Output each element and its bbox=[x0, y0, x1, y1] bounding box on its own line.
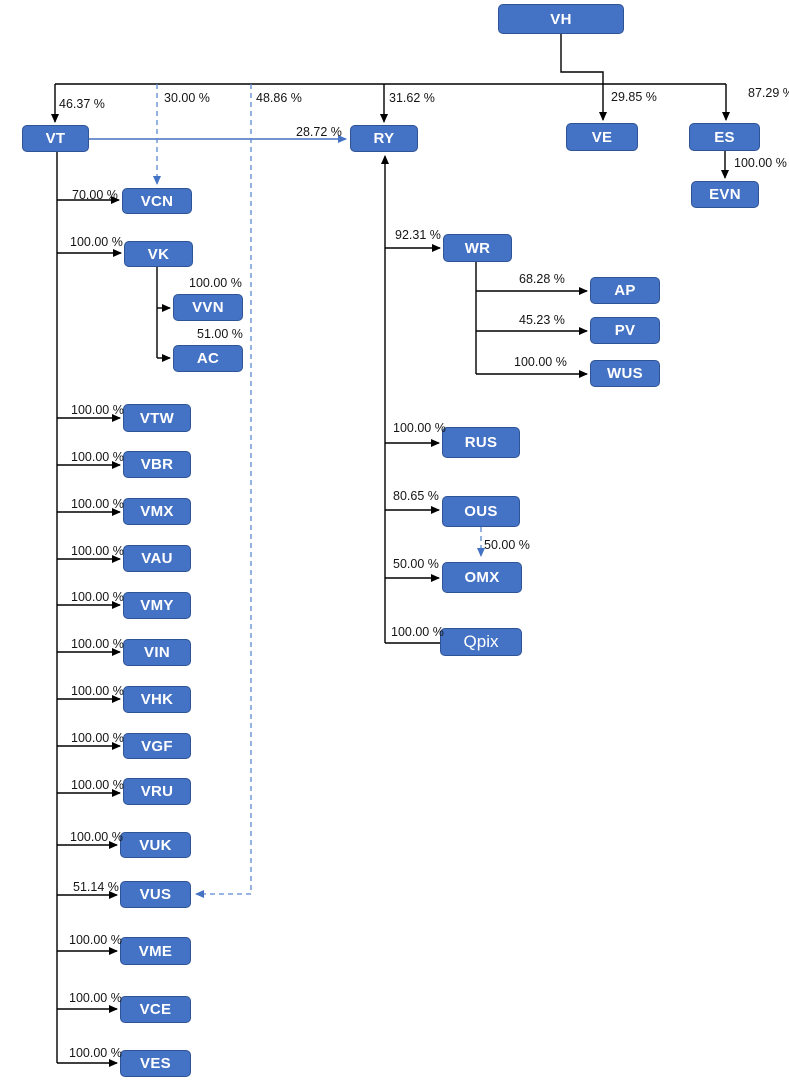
entity-box-evn[interactable]: EVN bbox=[691, 181, 759, 208]
entity-box-vk[interactable]: VK bbox=[124, 241, 193, 267]
ownership-percent-label: 100.00 % bbox=[71, 778, 124, 792]
entity-box-vh[interactable]: VH bbox=[498, 4, 624, 34]
ownership-percent-label: 100.00 % bbox=[70, 830, 123, 844]
entity-box-wus[interactable]: WUS bbox=[590, 360, 660, 387]
entity-box-qpix[interactable]: Qpix bbox=[440, 628, 522, 656]
entity-box-vvn[interactable]: VVN bbox=[173, 294, 243, 321]
ownership-percent-label: 100.00 % bbox=[71, 497, 124, 511]
connector-vh-stem-to-ve bbox=[560, 34, 607, 121]
entity-box-vtw[interactable]: VTW bbox=[123, 404, 191, 432]
ownership-percent-label: 100.00 % bbox=[71, 450, 124, 464]
ownership-percent-label: 48.86 % bbox=[256, 91, 302, 105]
entity-box-vce[interactable]: VCE bbox=[120, 996, 191, 1023]
ownership-percent-label: 50.00 % bbox=[484, 538, 530, 552]
ownership-percent-label: 100.00 % bbox=[514, 355, 567, 369]
entity-box-es[interactable]: ES bbox=[689, 123, 760, 151]
entity-box-vuk[interactable]: VUK bbox=[120, 832, 191, 858]
ownership-percent-label: 28.72 % bbox=[296, 125, 342, 139]
entity-box-vt[interactable]: VT bbox=[22, 125, 89, 152]
entity-box-vbr[interactable]: VBR bbox=[123, 451, 191, 478]
entity-box-vin[interactable]: VIN bbox=[123, 639, 191, 666]
entity-box-ry[interactable]: RY bbox=[350, 125, 418, 152]
entity-box-pv[interactable]: PV bbox=[590, 317, 660, 344]
ownership-percent-label: 100.00 % bbox=[69, 933, 122, 947]
ownership-percent-label: 100.00 % bbox=[71, 637, 124, 651]
ownership-percent-label: 46.37 % bbox=[59, 97, 105, 111]
entity-box-ap[interactable]: AP bbox=[590, 277, 660, 304]
entity-box-vcn[interactable]: VCN bbox=[122, 188, 192, 214]
ownership-percent-label: 100.00 % bbox=[393, 421, 446, 435]
ownership-percent-label: 31.62 % bbox=[389, 91, 435, 105]
ownership-percent-label: 87.29 % bbox=[748, 86, 789, 100]
ownership-percent-label: 80.65 % bbox=[393, 489, 439, 503]
ownership-percent-label: 100.00 % bbox=[71, 544, 124, 558]
ownership-percent-label: 92.31 % bbox=[395, 228, 441, 242]
ownership-percent-label: 51.14 % bbox=[73, 880, 119, 894]
entity-box-vru[interactable]: VRU bbox=[123, 778, 191, 805]
ownership-percent-label: 100.00 % bbox=[71, 403, 124, 417]
ownership-percent-label: 70.00 % bbox=[72, 188, 118, 202]
ownership-percent-label: 100.00 % bbox=[69, 991, 122, 1005]
entity-box-vus[interactable]: VUS bbox=[120, 881, 191, 908]
ownership-percent-label: 45.23 % bbox=[519, 313, 565, 327]
entity-box-ac[interactable]: AC bbox=[173, 345, 243, 372]
entity-box-vmx[interactable]: VMX bbox=[123, 498, 191, 525]
ownership-percent-label: 100.00 % bbox=[71, 590, 124, 604]
ownership-percent-label: 51.00 % bbox=[197, 327, 243, 341]
ownership-percent-label: 29.85 % bbox=[611, 90, 657, 104]
entity-box-ve[interactable]: VE bbox=[566, 123, 638, 151]
entity-box-vgf[interactable]: VGF bbox=[123, 733, 191, 759]
entity-box-wr[interactable]: WR bbox=[443, 234, 512, 262]
entity-box-vau[interactable]: VAU bbox=[123, 545, 191, 572]
ownership-percent-label: 100.00 % bbox=[189, 276, 242, 290]
entity-box-vmy[interactable]: VMY bbox=[123, 592, 191, 619]
ownership-percent-label: 100.00 % bbox=[71, 731, 124, 745]
entity-box-rus[interactable]: RUS bbox=[442, 427, 520, 458]
ownership-percent-label: 100.00 % bbox=[71, 684, 124, 698]
entity-box-omx[interactable]: OMX bbox=[442, 562, 522, 593]
ownership-percent-label: 68.28 % bbox=[519, 272, 565, 286]
connector-dashed-to-vus bbox=[195, 84, 252, 898]
ownership-percent-label: 100.00 % bbox=[391, 625, 444, 639]
entity-box-ous[interactable]: OUS bbox=[442, 496, 520, 527]
ownership-percent-label: 30.00 % bbox=[164, 91, 210, 105]
entity-box-vhk[interactable]: VHK bbox=[123, 686, 191, 713]
ownership-percent-label: 100.00 % bbox=[70, 235, 123, 249]
entity-box-ves[interactable]: VES bbox=[120, 1050, 191, 1077]
entity-box-vme[interactable]: VME bbox=[120, 937, 191, 965]
ownership-percent-label: 50.00 % bbox=[393, 557, 439, 571]
ownership-percent-label: 100.00 % bbox=[734, 156, 787, 170]
ownership-percent-label: 100.00 % bbox=[69, 1046, 122, 1060]
